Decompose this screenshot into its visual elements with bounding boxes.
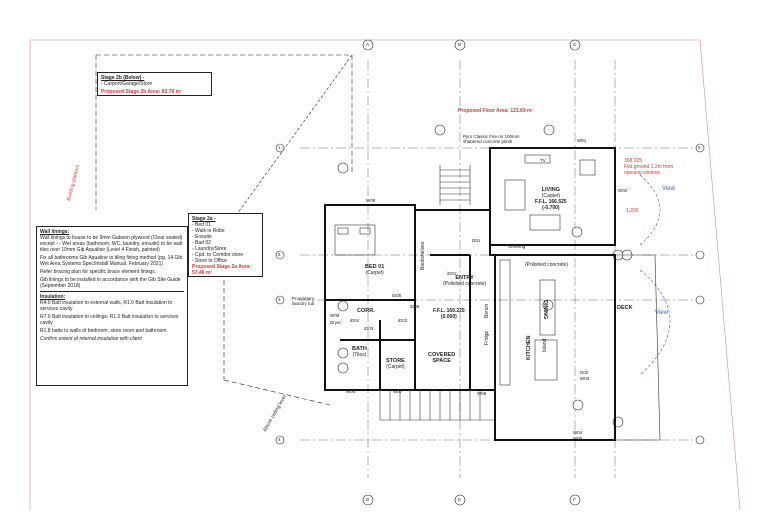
window-tag: W09 — [366, 198, 376, 203]
door-tag: iD04 — [350, 318, 360, 323]
fridge-label: Fridge — [484, 330, 490, 345]
grid-label: A — [366, 42, 370, 47]
dimension-1200: 1,200 — [626, 208, 639, 214]
stage-2a-item: - Store to Office — [192, 258, 227, 264]
stage-2a-item: - Bad 02 — [192, 240, 211, 246]
window-tag: W02 — [618, 188, 628, 193]
island-label: Island — [542, 338, 548, 352]
room-living: LIVING (Carpet) F.F.L. 166.525 (-0.700) — [535, 187, 567, 211]
stage-2a-area: Proposed Stage 2a Area: 57.46 m² — [192, 264, 252, 276]
insulation-note: Confirm extent of internal insulation wi… — [40, 336, 142, 342]
proprietary-laundry-tub: Proprietary laundry tub — [292, 296, 315, 306]
shelving-label: Shelving — [508, 244, 526, 249]
linings-heading: Wall linings: — [40, 229, 70, 235]
linings-text: Wall linings to house to be 9mm Gaboon p… — [40, 235, 183, 253]
window-tag: W05 — [573, 436, 583, 441]
stage-2a-item: - Cpd. to Corridor store — [192, 252, 244, 258]
window-tag: W03 — [580, 376, 590, 381]
stage-2a-item: - Walk in Robe — [192, 228, 225, 234]
wm-label: W/M — [330, 313, 340, 318]
room-store: STORE (Carpet) — [386, 358, 405, 370]
door-tag: iD05 — [392, 293, 402, 298]
stage-2b-title: Stage 2b (Below) - — [101, 75, 145, 81]
door-tag: iD03 — [364, 326, 374, 331]
insulation-text: R7.0 Batt insulation to ceilings, R1.0 B… — [40, 314, 179, 326]
window-tag: W01 — [577, 138, 587, 143]
grid-label: F — [573, 497, 576, 502]
stage-2b-area: Proposed Stage 2b Area: 82.78 m² — [101, 89, 182, 95]
window-tag: W08 — [346, 389, 356, 394]
interior-detail — [334, 154, 671, 441]
bookshelves-label: Bookshelves — [420, 241, 426, 270]
view-label: View — [662, 186, 675, 192]
room-dining: DINING — [542, 300, 548, 320]
grid-label: D — [366, 497, 370, 502]
room-deck: DECK — [617, 305, 633, 311]
stage-2a-item: - Laundry/Store — [192, 246, 227, 252]
room-bed-01: BED 01 (Carpet) — [365, 264, 385, 276]
linings-text: Refer bracing plan for specific brace el… — [40, 269, 157, 275]
insulation-heading: Insulation: — [40, 294, 66, 300]
bench-label: Bench — [484, 303, 490, 318]
pink-boundary — [29, 39, 741, 511]
stage-2a-item: - Ensuite — [192, 234, 212, 240]
room-corr: CORR. — [357, 308, 375, 314]
grid-label: 2 — [278, 252, 281, 257]
tv-label: TV — [540, 158, 546, 163]
insulation-text: R4.0 Batt insulation to external walls, … — [40, 300, 173, 312]
grid-label: C — [573, 42, 577, 47]
linings-text: Gib linings to be installed in accordanc… — [40, 277, 184, 292]
ffl-level-note: 168.225 Flat ground 1.2m from opening wi… — [624, 158, 674, 176]
insulation-text: R1.8 batts to walls of bedroom, store ro… — [40, 328, 168, 334]
proposed-floor-area: Proposed Floor Area: 121.69 m² — [458, 108, 534, 114]
grid-label: 3 — [278, 297, 281, 302]
window-tag: W04 — [573, 430, 583, 435]
stage-2a-title: Stage 2a - — [192, 216, 216, 222]
pyro-fire-note: Pyro Classic Fire on 100mm shattered con… — [463, 134, 520, 144]
building-walls — [324, 147, 616, 441]
stage-2a-box: Stage 2a - - Bed 01 - Walk in Robe - Ens… — [188, 213, 263, 277]
ffl-entry: F.F.L. 169.225 (0.000) — [433, 308, 465, 320]
door-tag: iD06 — [410, 304, 420, 309]
room-covered-space: COVERED SPACE — [428, 352, 456, 364]
stage-2b-box: Stage 2b (Below) - - Carport/Garage/Stor… — [97, 72, 212, 96]
grid-label: 1 — [278, 145, 281, 150]
door-tag: D02 — [580, 370, 589, 375]
door-tag: iD01 — [447, 271, 457, 276]
grid-label: 5 — [698, 145, 701, 150]
linings-insulation-box: Wall linings: Wall linings to house to b… — [36, 226, 188, 386]
stage-2b-items: - Carport/Garage/Store — [101, 81, 153, 87]
window-tag: W07 — [393, 389, 403, 394]
grid-label: B — [458, 42, 462, 47]
grid-label: 4 — [278, 437, 281, 442]
room-kitchen: KITCHEN — [526, 335, 532, 360]
stage-2a-item: - Bed 01 — [192, 222, 211, 228]
linings-text: Fix all bathrooms Gib Aqualine to tiling… — [40, 255, 183, 267]
door-tag: D01 — [472, 238, 481, 243]
dryer-label: Dryer — [330, 320, 341, 325]
room-entry: ENTRY (Polished concrete) — [443, 275, 487, 287]
door-tag: iD02 — [398, 318, 408, 323]
room-bath: BATH (Tiles) — [352, 346, 367, 358]
grid-label: E — [458, 497, 462, 502]
window-tag: W06 — [477, 391, 487, 396]
view-label-2: View — [655, 310, 668, 316]
polished-concrete: (Polished concrete) — [525, 262, 569, 268]
